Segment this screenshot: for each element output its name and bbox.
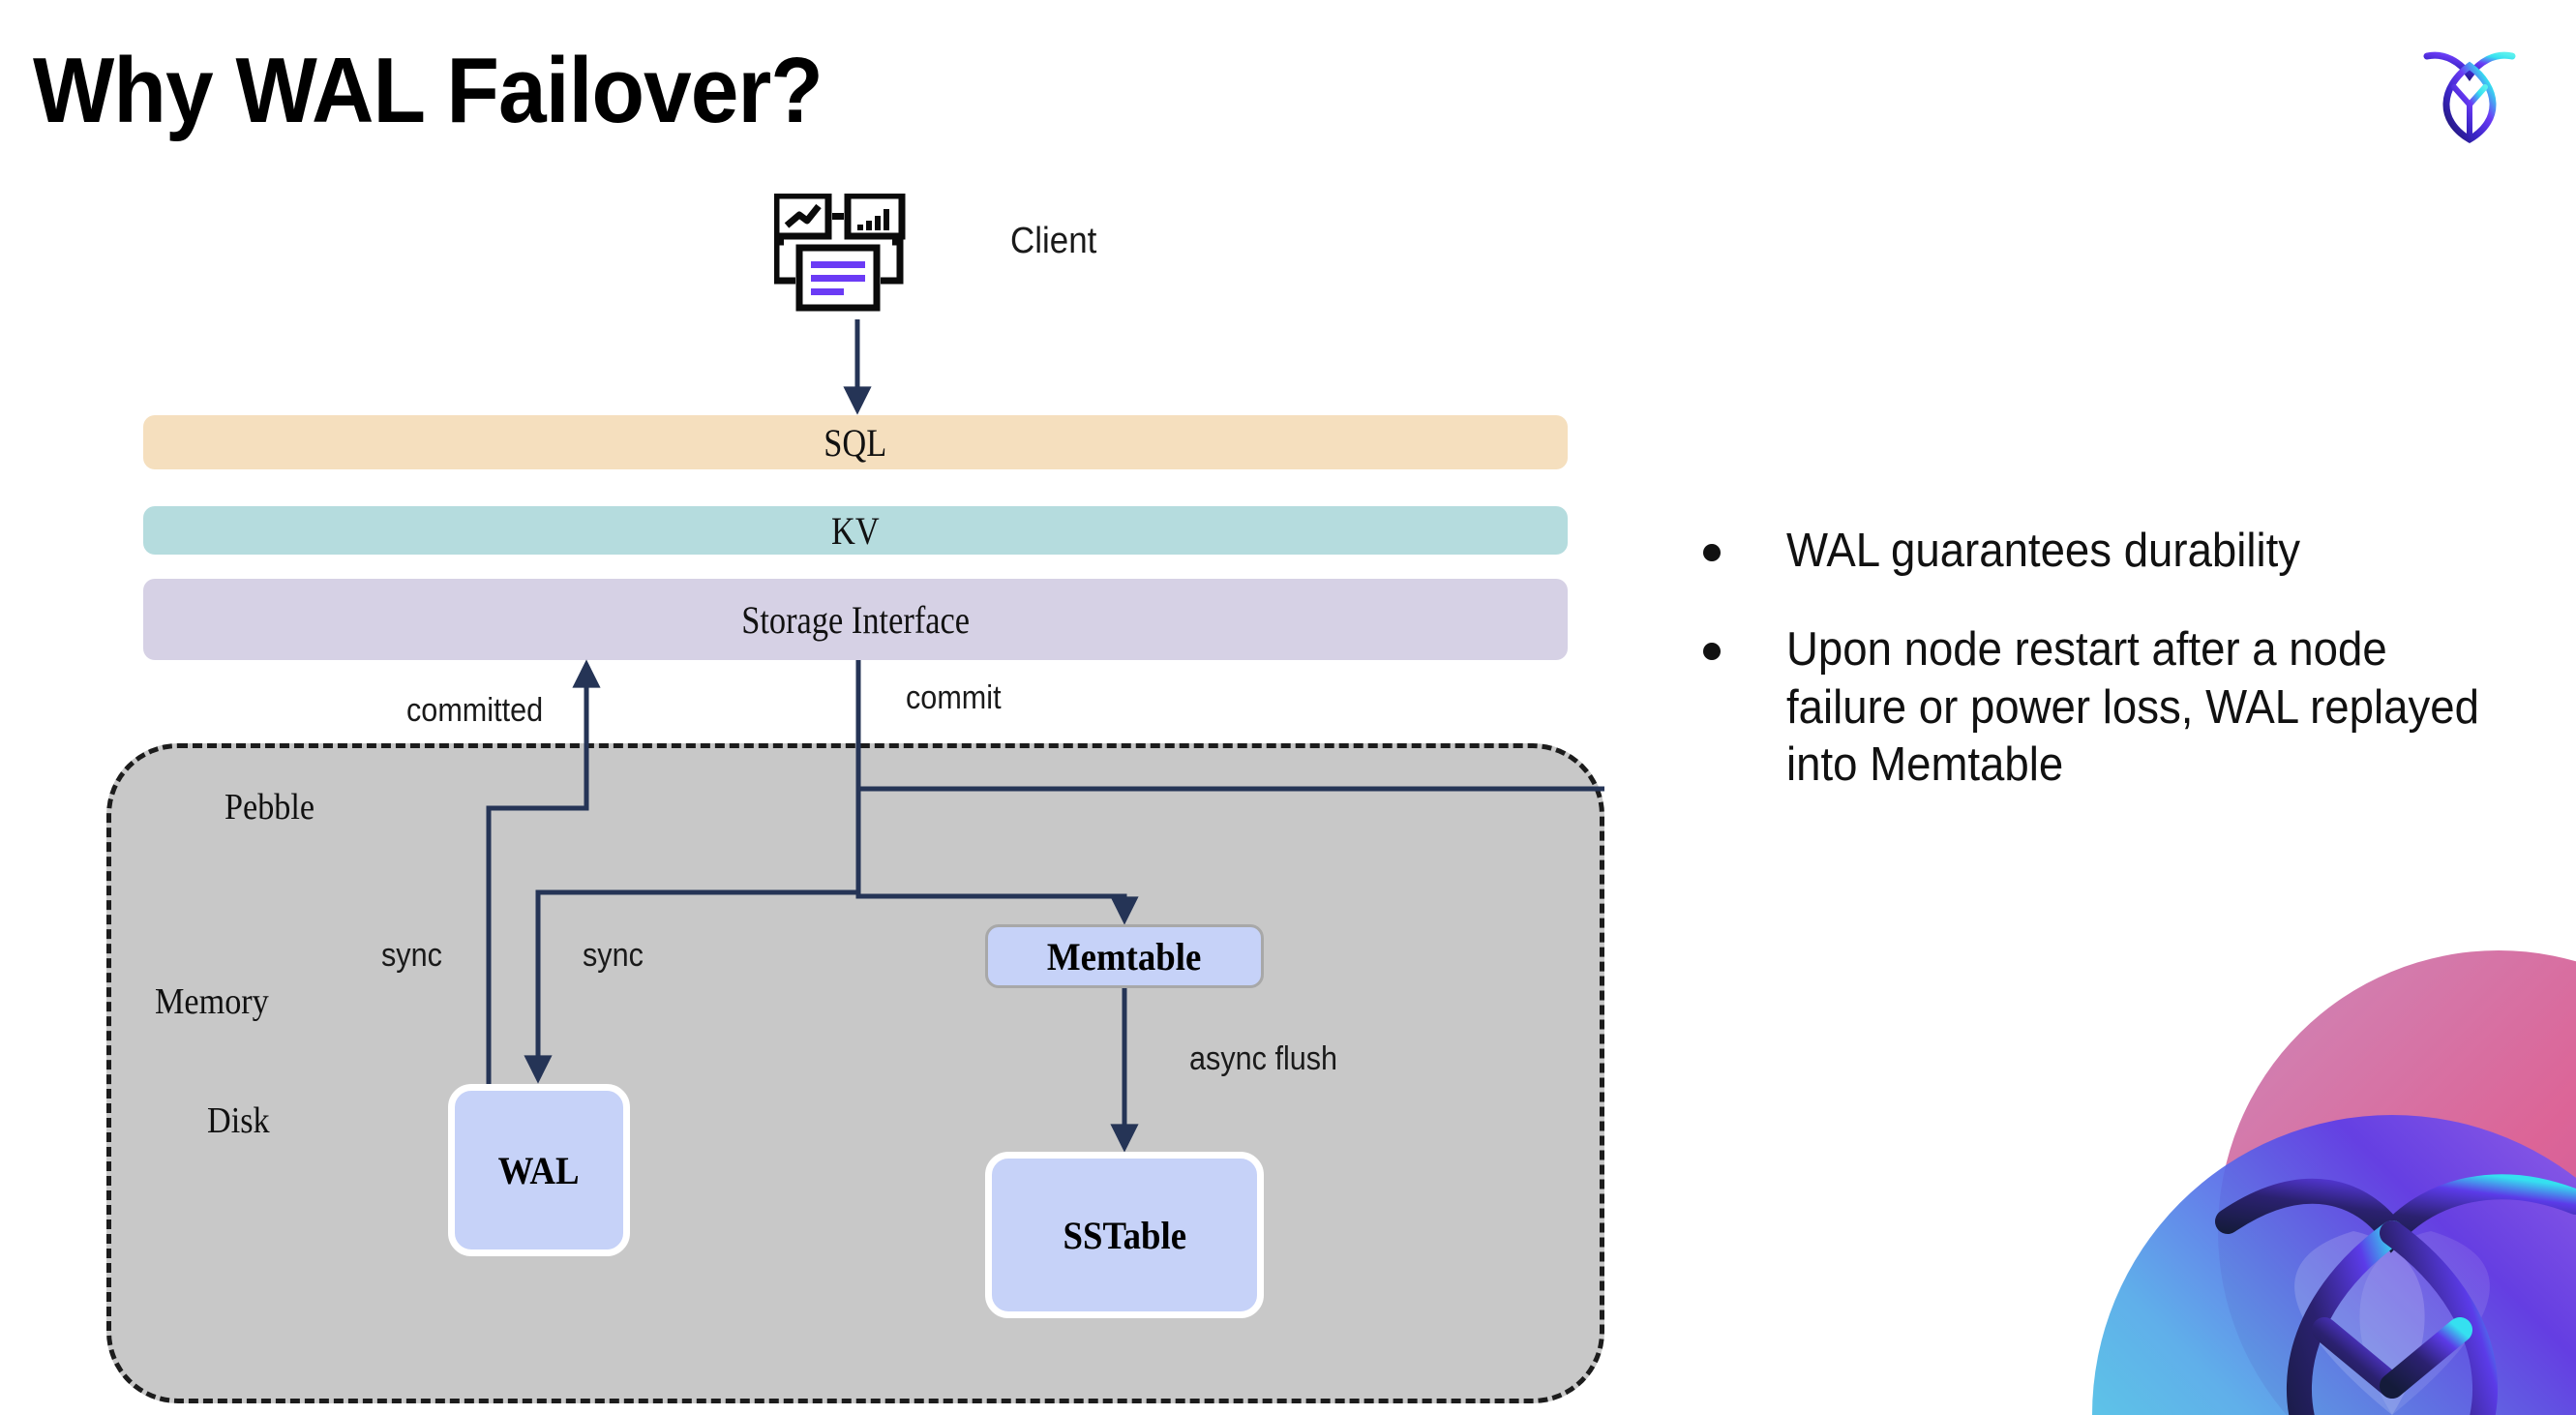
pebble-label: Pebble [225,787,315,828]
layer-label-sql: SQL [824,420,887,465]
edge-label-sync-right: sync [583,937,644,974]
list-item: Upon node restart after a node failure o… [1703,621,2535,795]
node-sstable: SSTable [985,1152,1264,1318]
edge-label-async-flush: async flush [1189,1040,1338,1077]
layer-label-kv: KV [831,508,880,553]
edge-label-committed: committed [406,692,544,729]
layer-bar-kv: KV [143,506,1568,555]
cockroachdb-logo [2411,31,2528,147]
edge-label-commit: commit [906,679,1002,716]
node-sstable-label: SSTable [1063,1213,1186,1257]
bullet-dot-icon [1703,544,1721,561]
edge-label-sync-left: sync [381,937,442,974]
pebble-container [106,743,1604,1403]
layer-bar-sql: SQL [143,415,1568,469]
node-wal: WAL [448,1084,630,1256]
layer-bar-storage-interface: Storage Interface [143,579,1568,660]
memory-region-label: Memory [155,981,269,1022]
bullet-list: WAL guarantees durability Upon node rest… [1703,523,2535,835]
bullet-text: WAL guarantees durability [1786,525,2301,577]
bullet-dot-icon [1703,642,1721,660]
node-memtable: Memtable [985,924,1264,988]
node-wal-label: WAL [498,1148,580,1192]
list-item: WAL guarantees durability [1703,523,2535,581]
bullet-text: Upon node restart after a node failure o… [1786,622,2479,792]
client-label: Client [1010,221,1097,261]
disk-region-label: Disk [207,1100,270,1141]
decorative-corner-graphic [1937,912,2576,1415]
layer-label-storage-interface: Storage Interface [741,597,970,642]
client-dashboard-icon [772,192,929,319]
node-memtable-label: Memtable [1047,934,1202,978]
page-title: Why WAL Failover? [33,39,824,142]
